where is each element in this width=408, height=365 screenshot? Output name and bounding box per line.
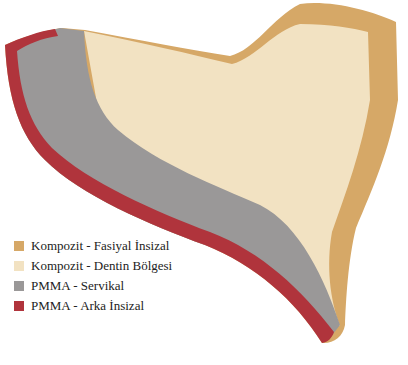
legend-label: PMMA - Arka İnsizal xyxy=(31,298,144,314)
legend-label: Kompozit - Dentin Bölgesi xyxy=(31,258,172,274)
legend-swatch xyxy=(14,241,24,251)
legend-swatch xyxy=(14,281,24,291)
legend-entry: Kompozit - Dentin Bölgesi xyxy=(14,256,172,276)
legend-entry: Kompozit - Fasiyal İnsizal xyxy=(14,236,172,256)
legend-label: PMMA - Servikal xyxy=(31,278,124,294)
legend-label: Kompozit - Fasiyal İnsizal xyxy=(31,238,169,254)
legend-entry: PMMA - Servikal xyxy=(14,276,172,296)
legend-entry: PMMA - Arka İnsizal xyxy=(14,296,172,316)
back-incisal-layer xyxy=(5,29,334,343)
legend-swatch xyxy=(14,301,24,311)
facial-incisal-layer xyxy=(5,3,398,343)
legend: Kompozit - Fasiyal İnsizalKompozit - Den… xyxy=(14,236,172,316)
legend-swatch xyxy=(14,261,24,271)
